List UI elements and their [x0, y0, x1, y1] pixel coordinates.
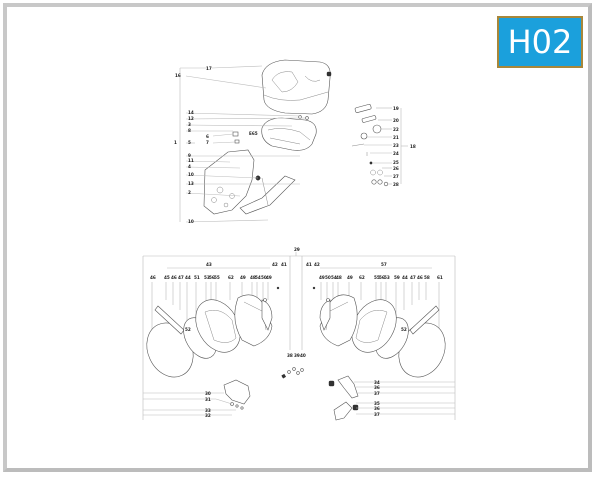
callout-41-right: 41 — [306, 262, 312, 267]
callout-4: 4 — [188, 164, 191, 169]
callout-47: 47 — [178, 275, 184, 280]
callout-28: 28 — [393, 182, 399, 187]
callout-46: 46 — [171, 275, 177, 280]
callout-52-left: 52 — [185, 327, 191, 332]
callout-7: 7 — [206, 140, 209, 145]
callout-47: 47 — [410, 275, 416, 280]
callout-27: 27 — [393, 174, 399, 179]
accessory-parts-group: 19 20 22 21 23 24 25 26 27 28 18 — [351, 104, 416, 187]
callout-19: 19 — [393, 106, 399, 111]
callout-37: 37 — [374, 391, 380, 396]
callout-31: 31 — [205, 397, 211, 402]
callout-36: 36 — [374, 385, 380, 390]
callout-36b: 36 — [374, 406, 380, 411]
callout-21: 21 — [393, 135, 399, 140]
callout-9: 9 — [188, 153, 191, 158]
callout-42-left: 42 — [272, 262, 278, 267]
side-cases-assembly: 29 43 57 42 41 41 42 46 45 46 47 44 51 5… — [142, 247, 456, 421]
callout-40: 40 — [300, 353, 306, 358]
callout-30: 30 — [205, 391, 211, 396]
callout-43: 43 — [206, 262, 212, 267]
callout-48: 48 — [250, 275, 256, 280]
callout-23: 23 — [393, 143, 399, 148]
callout-20: 20 — [393, 118, 399, 123]
callout-53: 53 — [204, 275, 210, 280]
callout-29: 29 — [294, 247, 300, 252]
callout-8: 8 — [188, 128, 191, 133]
callout-48: 48 — [336, 275, 342, 280]
left-row-callouts: 46 45 46 47 44 51 53 56 55 62 49 48 54 5… — [150, 275, 272, 280]
right-row-callouts: 49 50 54 48 49 62 55 56 53 59 44 47 46 5… — [319, 275, 443, 280]
callout-3: 3 — [188, 122, 191, 127]
callout-2: 2 — [188, 190, 191, 195]
callout-11: 11 — [188, 158, 194, 163]
callout-42-right: 42 — [314, 262, 320, 267]
callout-59: 59 — [394, 275, 400, 280]
callout-44: 44 — [402, 275, 408, 280]
callout-17: 17 — [206, 66, 212, 71]
callout-12: 12 — [188, 116, 194, 121]
callout-45: 45 — [164, 275, 170, 280]
callout-55: 55 — [374, 275, 380, 280]
callout-54: 54 — [331, 275, 337, 280]
callout-51: 51 — [194, 275, 200, 280]
callout-49: 49 — [266, 275, 272, 280]
callout-44: 44 — [185, 275, 191, 280]
callout-53: 53 — [384, 275, 390, 280]
callout-50: 50 — [261, 275, 267, 280]
callout-34: 34 — [374, 380, 380, 385]
callout-22: 22 — [393, 127, 399, 132]
callout-35: 35 — [374, 401, 380, 406]
inline-label-e65: E65 — [249, 131, 258, 136]
callout-10: 10 — [188, 172, 194, 177]
callout-58: 58 — [424, 275, 430, 280]
callout-1: 1 — [174, 140, 177, 145]
callout-16: 16 — [175, 73, 181, 78]
callout-33: 33 — [205, 408, 211, 413]
callout-46: 46 — [417, 275, 423, 280]
section-code-badge: H02 — [497, 16, 583, 68]
callout-61: 61 — [437, 275, 443, 280]
callout-55: 55 — [214, 275, 220, 280]
callout-13: 13 — [188, 181, 194, 186]
callout-32: 32 — [205, 413, 211, 418]
callout-26: 26 — [393, 166, 399, 171]
callout-56: 56 — [379, 275, 385, 280]
callout-41-left: 41 — [281, 262, 287, 267]
callout-56: 56 — [209, 275, 215, 280]
callout-24: 24 — [393, 151, 399, 156]
callout-50: 50 — [325, 275, 331, 280]
callout-46: 46 — [150, 275, 156, 280]
callout-6: 6 — [206, 134, 209, 139]
callout-62: 62 — [359, 275, 365, 280]
callout-49: 49 — [347, 275, 353, 280]
callout-39: 39 — [294, 353, 300, 358]
callout-54: 54 — [255, 275, 261, 280]
callout-14: 14 — [188, 110, 194, 115]
callout-38: 38 — [287, 353, 293, 358]
callout-25: 25 — [393, 160, 399, 165]
callout-57: 57 — [381, 262, 387, 267]
callout-49: 49 — [319, 275, 325, 280]
callout-52-right: 52 — [401, 327, 407, 332]
callout-10b: 10 — [188, 219, 194, 224]
top-case-assembly: 17 16 14 12 3 8 6 7 1 5 9 11 4 10 13 2 1… — [174, 59, 332, 224]
callout-18: 18 — [410, 144, 416, 149]
callout-5: 5 — [188, 140, 191, 145]
callout-49: 49 — [240, 275, 246, 280]
callout-37b: 37 — [374, 412, 380, 417]
callout-62: 62 — [228, 275, 234, 280]
